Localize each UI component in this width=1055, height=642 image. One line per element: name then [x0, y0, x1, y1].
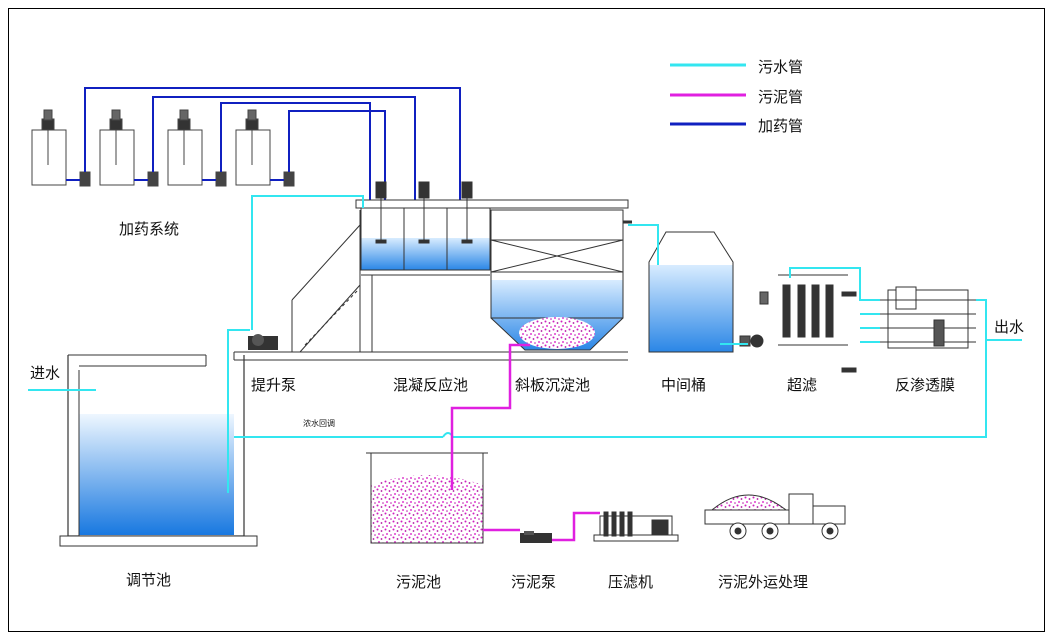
legend-sludge-label: 污泥管 [758, 88, 804, 106]
sludge-pipes [450, 343, 600, 542]
sludge-pump-label: 污泥泵 [511, 573, 557, 591]
dosing-tanks [31, 109, 295, 187]
ultrafiltration-unit [739, 274, 857, 373]
sludge-tank-label: 污泥池 [396, 573, 442, 591]
lift-pump-label: 提升泵 [251, 376, 297, 394]
equalization-tank [59, 354, 258, 547]
diagram-frame [8, 8, 1045, 632]
ultrafiltration-label: 超滤 [787, 376, 818, 394]
filter-press [593, 511, 679, 542]
middle-tank [648, 231, 734, 353]
lift-pump [248, 334, 278, 350]
middle-tank-label: 中间桶 [661, 376, 707, 394]
sludge-truck [704, 493, 846, 540]
sludge-tank [366, 452, 488, 544]
equalization-tank-label: 调节池 [126, 571, 172, 589]
platform [233, 210, 628, 361]
sewage-pipes [28, 195, 1022, 493]
filter-press-label: 压滤机 [608, 573, 654, 591]
legend [670, 63, 746, 126]
coagulation-tank-label: 混凝反应池 [393, 376, 469, 394]
reverse-osmosis-unit [880, 286, 976, 349]
dosing-pipes [84, 87, 461, 208]
sludge-pump [520, 531, 552, 543]
dosing-tank-3 [167, 109, 203, 186]
dosing-tank-1 [31, 109, 67, 186]
inlet-label: 进水 [30, 364, 61, 382]
legend-dosing-label: 加药管 [758, 117, 804, 135]
dosing-tank-4 [235, 109, 271, 186]
sludge-transport-label: 污泥外运处理 [718, 573, 809, 591]
inclined-settler [490, 209, 632, 351]
outlet-label: 出水 [994, 318, 1025, 336]
coagulation-tank [355, 181, 629, 276]
dosing-system-label: 加药系统 [119, 220, 180, 238]
reverse-osmosis-label: 反渗透膜 [895, 376, 956, 394]
legend-sewage-label: 污水管 [758, 58, 804, 76]
dosing-tank-2 [99, 109, 135, 186]
concentrate-return-label: 浓水回调 [303, 419, 335, 428]
inclined-settler-label: 斜板沉淀池 [515, 376, 591, 394]
